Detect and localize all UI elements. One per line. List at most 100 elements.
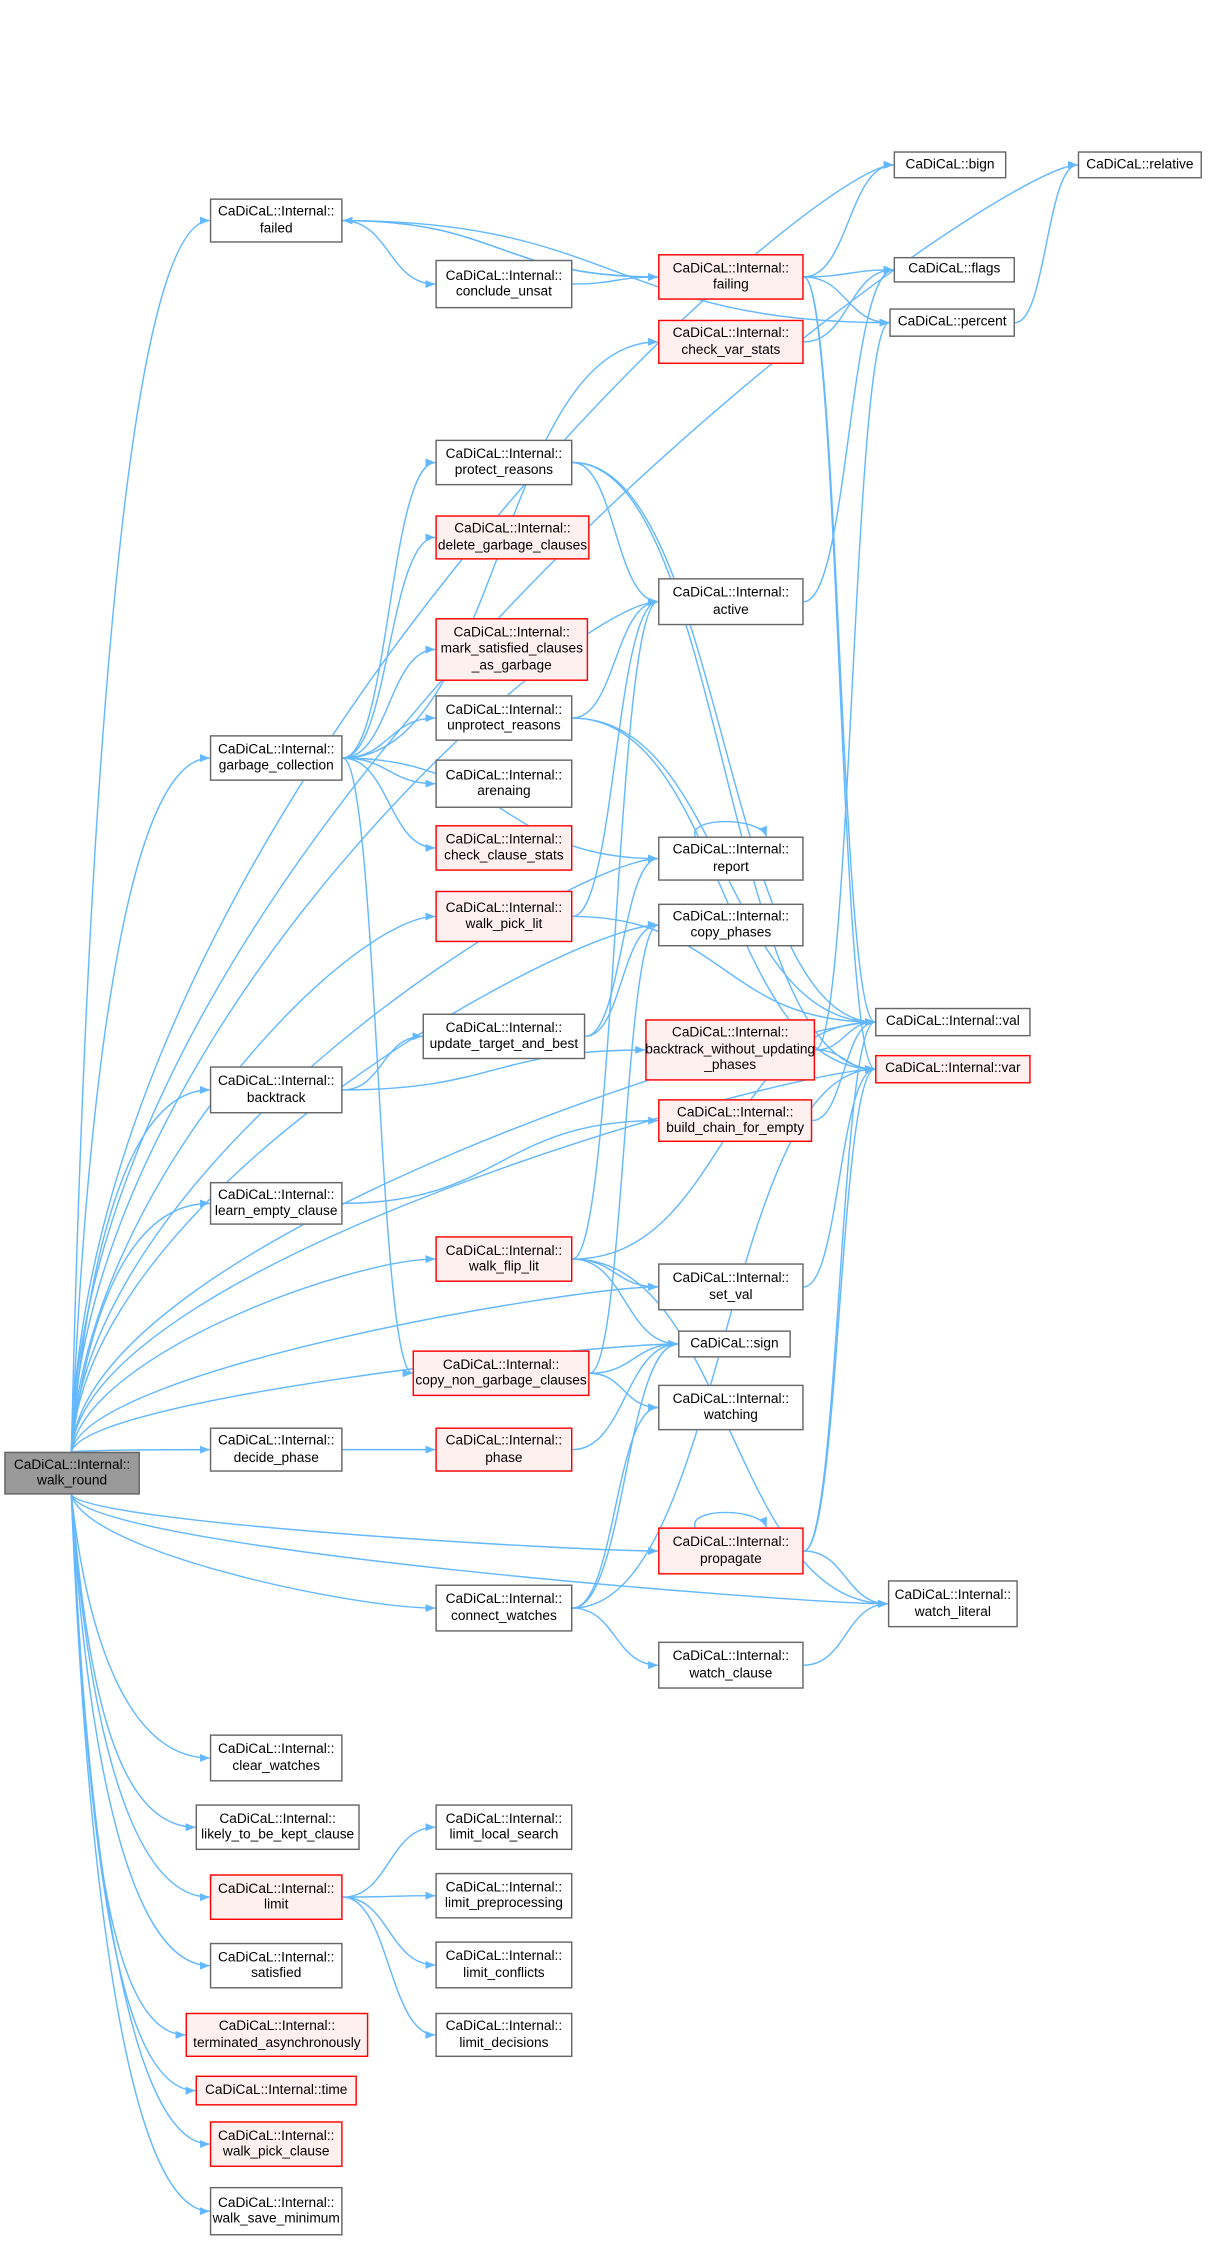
node-label: watching [703,1407,758,1424]
node-label: CaDiCaL::Internal:: [217,204,335,220]
node-terminated-asynchronously[interactable]: CaDiCaL::Internal::terminated_asynchrono… [185,2012,369,2058]
node-arenaing[interactable]: CaDiCaL::Internal::arenaing [435,759,573,808]
edge-propagate-to-val [803,1018,876,1552]
node-label: failed [259,220,293,237]
node-sign[interactable]: CaDiCaL::sign [678,1330,791,1358]
node-delete-garbage-clauses[interactable]: CaDiCaL::Internal::delete_garbage_clause… [435,515,590,560]
edge-walk_round-to-var [70,1065,876,1452]
node-backtrack-wup[interactable]: CaDiCaL::Internal::backtrack_without_upd… [645,1019,816,1081]
edge-walk_round-to-satisfied [70,1494,210,1970]
edge-active-to-flags [803,265,894,603]
node-limit[interactable]: CaDiCaL::Internal::limit [209,1874,343,1920]
edge-garbage_collection-to-check_clause_stats [342,757,436,852]
node-walk-pick-clause[interactable]: CaDiCaL::Internal::walk_pick_clause [209,2121,343,2167]
node-label: limit [264,1897,289,1913]
node-label: report [712,858,749,875]
node-limit-conflicts[interactable]: CaDiCaL::Internal::limit_conflicts [435,1941,573,1989]
node-label: conclude_unsat [455,284,552,300]
node-copy-non-garbage-clauses[interactable]: CaDiCaL::Internal::copy_non_garbage_clau… [412,1350,590,1397]
edge-walk_round-to-sign [70,1340,679,1452]
node-phase[interactable]: CaDiCaL::Internal::phase [435,1427,573,1472]
node-watch-clause[interactable]: CaDiCaL::Internal::watch_clause [658,1641,804,1689]
node-limit-local-search[interactable]: CaDiCaL::Internal::limit_local_search [435,1804,573,1851]
node-flags[interactable]: CaDiCaL::flags [893,256,1015,283]
node-label: CaDiCaL::Internal:: [217,1741,335,1758]
node-active[interactable]: CaDiCaL::Internal::active [658,578,804,626]
node-label: CaDiCaL::Internal:: [672,1391,790,1407]
node-report[interactable]: CaDiCaL::Internal::report [658,836,804,881]
node-protect-reasons[interactable]: CaDiCaL::Internal::protect_reasons [435,439,573,486]
node-label: phase [485,1449,523,1466]
edge-failing-to-failed [342,216,659,278]
node-backtrack[interactable]: CaDiCaL::Internal::backtrack [209,1066,343,1114]
node-update-target-and-best[interactable]: CaDiCaL::Internal::update_target_and_bes… [422,1013,586,1060]
edge-conclude_unsat-to-failing [572,272,659,285]
edge-unprotect_reasons-to-active [572,597,659,719]
node-walk-pick-lit[interactable]: CaDiCaL::Internal::walk_pick_lit [435,890,573,943]
edge-walk_round-to-likely_to_be_kept_clause [70,1494,196,1832]
node-clear-watches[interactable]: CaDiCaL::Internal::clear_watches [209,1734,343,1782]
node-label: CaDiCaL::Internal:: [445,1879,563,1896]
node-copy-phases[interactable]: CaDiCaL::Internal::copy_phases [658,903,804,947]
node-bign[interactable]: CaDiCaL::bign [893,151,1007,179]
edge-garbage_collection-to-unprotect_reasons [342,714,436,759]
node-label: CaDiCaL::Internal:: [445,1019,563,1036]
node-label: watch_literal [914,1603,991,1620]
node-check-clause-stats[interactable]: CaDiCaL::Internal::check_clause_stats [435,825,573,871]
node-label: decide_phase [233,1449,319,1466]
node-var[interactable]: CaDiCaL::Internal::var [875,1054,1031,1084]
node-label: CaDiCaL::Internal:: [454,521,571,537]
node-conclude-unsat[interactable]: CaDiCaL::Internal::conclude_unsat [435,259,573,309]
node-val[interactable]: CaDiCaL::Internal::val [875,1007,1031,1037]
node-decide-phase[interactable]: CaDiCaL::Internal::decide_phase [209,1427,343,1472]
node-label: garbage_collection [218,758,334,774]
node-label: CaDiCaL::Internal:: [672,908,790,925]
node-label: CaDiCaL::Internal:: [894,1587,1012,1604]
node-limit-preprocessing[interactable]: CaDiCaL::Internal::limit_preprocessing [435,1872,573,1919]
node-satisfied[interactable]: CaDiCaL::Internal::satisfied [209,1942,343,1989]
node-label: CaDiCaL::Internal:: [672,1270,790,1287]
node-label: watch_clause [689,1665,773,1681]
edge-walk_round-to-failed [70,216,210,1452]
node-label: CaDiCaL::Internal:: [445,1810,563,1827]
node-percent[interactable]: CaDiCaL::percent [889,308,1015,337]
node-failed[interactable]: CaDiCaL::Internal::failed [209,198,343,243]
node-failing[interactable]: CaDiCaL::Internal::failing [658,254,804,300]
node-check-var-stats[interactable]: CaDiCaL::Internal::check_var_stats [658,319,804,365]
node-watching[interactable]: CaDiCaL::Internal::watching [658,1384,804,1431]
node-unprotect-reasons[interactable]: CaDiCaL::Internal::unprotect_reasons [435,695,573,741]
edge-walk_round-to-report [70,854,659,1452]
node-label: backtrack [246,1089,306,1106]
edge-protect_reasons-to-active [572,461,659,606]
node-label: CaDiCaL::Internal:: [445,900,563,916]
node-walk-flip-lit[interactable]: CaDiCaL::Internal::walk_flip_lit [435,1236,573,1282]
node-label: limit_conflicts [463,1964,545,1981]
node-connect-watches[interactable]: CaDiCaL::Internal::connect_watches [435,1584,573,1632]
node-relative[interactable]: CaDiCaL::relative [1077,151,1202,179]
node-mark-satisfied[interactable]: CaDiCaL::Internal::mark_satisfied_clause… [435,618,589,681]
node-time[interactable]: CaDiCaL::Internal::time [195,2075,357,2106]
node-walk-save-minimum[interactable]: CaDiCaL::Internal::walk_save_minimum [209,2186,343,2236]
node-label: build_chain_for_empty [666,1120,805,1137]
node-label: CaDiCaL::Internal:: [217,2127,335,2144]
node-set-val[interactable]: CaDiCaL::Internal::set_val [658,1263,804,1311]
edge-backtrack-to-update_target_and_best [342,1032,423,1091]
edge-walk_round-to-garbage_collection [70,754,210,1452]
node-label: CaDiCaL::Internal:: [672,325,790,342]
node-watch-literal[interactable]: CaDiCaL::Internal::watch_literal [887,1580,1018,1628]
node-label: CaDiCaL::Internal:: [445,701,563,718]
edge-connect_watches-to-watching [572,1403,659,1609]
node-garbage-collection[interactable]: CaDiCaL::Internal::garbage_collection [209,735,343,781]
node-propagate[interactable]: CaDiCaL::Internal::propagate [658,1527,804,1575]
node-label: backtrack_without_updating [645,1041,816,1058]
node-walk-round[interactable]: CaDiCaL::Internal::walk_round [4,1451,140,1495]
node-build-chain-for-empty[interactable]: CaDiCaL::Internal::build_chain_for_empty [658,1099,813,1142]
node-likely-to-be-kept-clause[interactable]: CaDiCaL::Internal::likely_to_be_kept_cla… [195,1804,360,1851]
node-label: CaDiCaL::flags [908,261,1001,278]
node-label: walk_pick_clause [222,2144,330,2160]
node-label: active [712,601,749,618]
node-learn-empty-clause[interactable]: CaDiCaL::Internal::learn_empty_clause [209,1181,343,1225]
node-limit-decisions[interactable]: CaDiCaL::Internal::limit_decisions [435,2012,573,2058]
node-label: copy_non_garbage_clauses [415,1373,587,1389]
